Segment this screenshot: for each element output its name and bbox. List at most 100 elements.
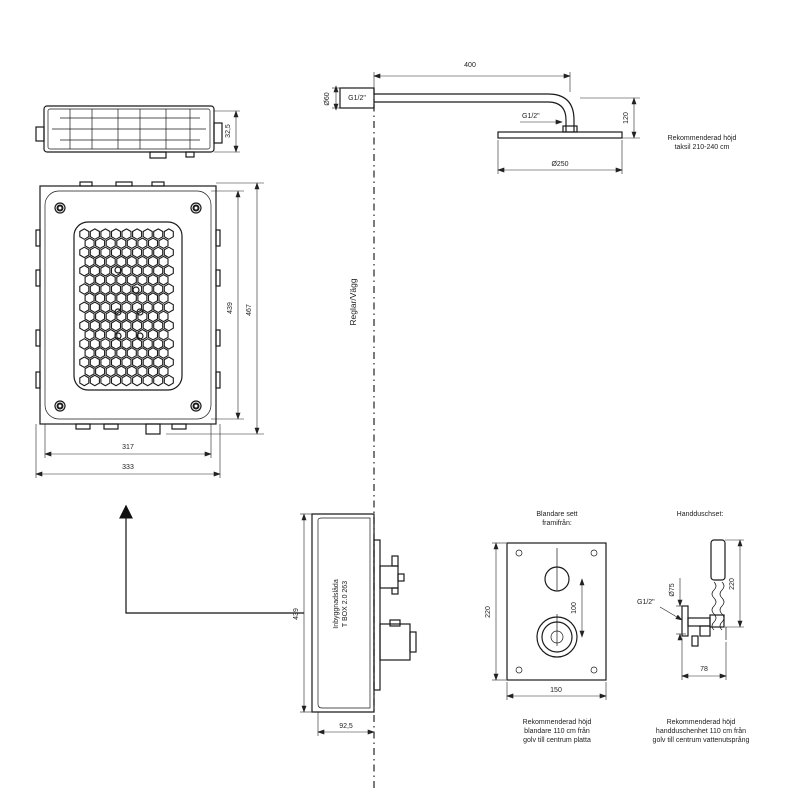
svg-text:333: 333: [122, 464, 134, 471]
shower-head: [497, 131, 623, 139]
hex-cell: [84, 310, 95, 323]
hex-cell: [89, 319, 100, 332]
hex-cell: [147, 328, 159, 341]
hex-cell: [147, 237, 159, 250]
hex-cell: [116, 347, 127, 359]
hex-cell: [95, 347, 106, 359]
svg-text:439: 439: [293, 608, 300, 620]
hex-cell: [126, 273, 137, 286]
hex-cell: [100, 356, 111, 369]
hex-cell: [158, 328, 169, 341]
hex-cell: [163, 374, 174, 387]
hex-cell: [95, 273, 106, 286]
mount-hole: [114, 332, 122, 340]
svg-text:G1/2": G1/2": [348, 95, 366, 102]
dim-box-heights: 439 467: [166, 182, 264, 435]
mount-hole: [136, 308, 144, 316]
hex-cell: [142, 319, 153, 332]
hex-cell: [147, 365, 159, 378]
hex-cell: [110, 319, 122, 332]
hex-cell: [142, 356, 153, 369]
hex-cell: [79, 374, 90, 387]
dim-box-widths: 317 333: [35, 424, 221, 478]
hex-cell: [158, 347, 169, 359]
hex-cell: [79, 356, 90, 369]
hex-cell: [100, 338, 111, 350]
hex-cell: [121, 283, 132, 295]
hex-cell: [147, 310, 159, 323]
hex-cell: [132, 228, 143, 240]
hex-cell: [142, 283, 153, 295]
hex-cell: [89, 264, 100, 277]
hex-cell: [95, 237, 106, 250]
view-arrow: [119, 504, 304, 614]
hex-cell: [137, 237, 148, 250]
hex-cell: [163, 264, 174, 277]
mount-hole: [114, 308, 122, 316]
hex-cell: [163, 356, 174, 369]
hex-cell: [95, 292, 106, 304]
hex-cell: [163, 283, 174, 295]
svg-text:220: 220: [485, 606, 492, 618]
hex-cell: [153, 301, 164, 314]
svg-text:Ø250: Ø250: [551, 161, 568, 168]
hex-cell: [89, 356, 100, 369]
hex-cell: [153, 246, 164, 259]
hex-cell: [121, 246, 132, 259]
hex-cell: [158, 273, 169, 286]
hex-cell: [105, 365, 116, 378]
hex-cell: [132, 319, 143, 332]
hex-cell: [132, 283, 143, 295]
svg-text:Ø60: Ø60: [324, 92, 331, 105]
wall-outlet-plate: [681, 605, 689, 637]
hex-cell: [116, 273, 127, 286]
hex-cell: [89, 301, 100, 314]
hex-cell: [95, 255, 106, 268]
hex-cell: [79, 283, 90, 295]
mixer-plate: [506, 542, 607, 681]
hex-cell: [142, 301, 153, 314]
mixer-front-view: [506, 542, 607, 681]
hex-cell: [158, 237, 169, 250]
hex-cell: [89, 338, 100, 350]
hex-cell: [142, 228, 153, 240]
hex-cell: [121, 301, 132, 314]
hex-cell: [158, 365, 169, 378]
hex-cell: [158, 310, 169, 323]
hex-cell: [84, 237, 95, 250]
svg-text:120: 120: [623, 112, 630, 124]
hex-cell: [100, 246, 111, 259]
hex-cell: [153, 374, 164, 387]
hex-cell: [116, 365, 127, 378]
hex-cell: [105, 328, 116, 341]
hex-cell: [110, 338, 122, 350]
hex-cell: [79, 338, 90, 350]
hex-cell: [163, 301, 174, 314]
hex-cell: [121, 264, 132, 277]
hex-cell: [126, 255, 137, 268]
hex-cell: [142, 338, 153, 350]
hex-cell: [126, 237, 137, 250]
hex-cell: [79, 319, 90, 332]
hex-cell: [126, 328, 137, 341]
svg-text:439: 439: [227, 302, 234, 314]
hex-cell: [137, 292, 148, 304]
mount-hole: [132, 286, 140, 294]
svg-text:467: 467: [246, 304, 253, 316]
hex-cell: [163, 319, 174, 332]
hex-cell: [79, 301, 90, 314]
hex-cell: [105, 347, 116, 359]
dim-arm: 400 Ø60 G1/2" 120 Ø250: [324, 62, 640, 174]
hex-cell: [147, 273, 159, 286]
hex-cell: [89, 374, 100, 387]
hex-cell: [84, 255, 95, 268]
svg-text:Ø75: Ø75: [669, 583, 676, 596]
hex-cell: [153, 283, 164, 295]
hex-cell: [163, 228, 174, 240]
hex-cell: [110, 283, 122, 295]
wall-label: Reglar/Vägg: [348, 278, 358, 326]
hex-cell: [121, 319, 132, 332]
